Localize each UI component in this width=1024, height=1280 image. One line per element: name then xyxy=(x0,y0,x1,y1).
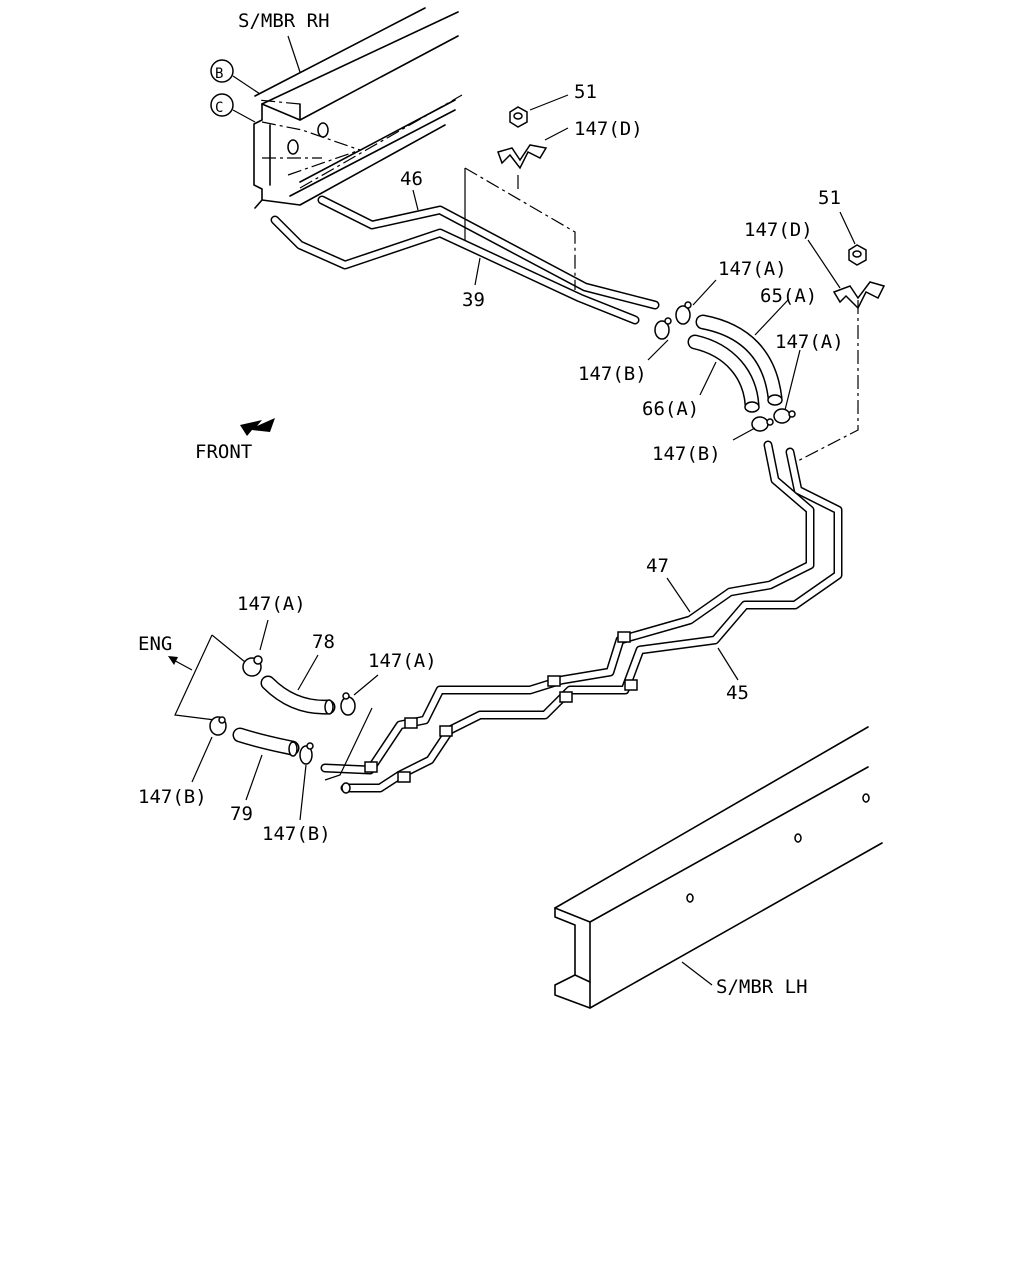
label-147d-top: 147(D) xyxy=(574,118,643,140)
pipe-joints xyxy=(341,631,638,794)
pipe-46 xyxy=(317,195,660,310)
clamp-147a-lower xyxy=(340,692,356,716)
front-arrow-icon xyxy=(240,418,275,436)
label-46: 46 xyxy=(400,168,423,190)
label-147b-mid: 147(B) xyxy=(578,363,647,385)
clamp-147b-left xyxy=(209,716,227,736)
label-45: 45 xyxy=(726,682,749,704)
nut-51-top xyxy=(509,106,528,128)
label-79: 79 xyxy=(230,803,253,825)
side-member-lh xyxy=(554,726,883,1009)
label-147b-bottom: 147(B) xyxy=(262,823,331,845)
clamp-147d-right xyxy=(832,281,886,310)
clamp-147d-top xyxy=(497,144,548,170)
label-51-top: 51 xyxy=(574,81,597,103)
clamp-147b-mid xyxy=(654,317,672,340)
circle-b-letter: B xyxy=(215,66,223,82)
side-member-rh xyxy=(253,7,463,209)
clamp-147b-bottom xyxy=(299,742,314,765)
clamp-147a-top xyxy=(675,301,692,325)
circle-c-letter: C xyxy=(215,100,223,116)
label-66a: 66(A) xyxy=(642,398,699,420)
hose-78 xyxy=(260,675,336,715)
label-147a-left: 147(A) xyxy=(237,593,306,615)
label-147b-right: 147(B) xyxy=(652,443,721,465)
clamp-147a-right xyxy=(773,408,796,424)
label-65a: 65(A) xyxy=(760,285,817,307)
hose-79 xyxy=(232,727,300,757)
eng-arrow-icon xyxy=(168,656,193,671)
nut-51-right xyxy=(848,244,867,266)
pipe-45 xyxy=(340,447,843,793)
pipe-39 xyxy=(270,215,640,325)
clamp-147b-right xyxy=(751,416,774,432)
label-51-right: 51 xyxy=(818,187,841,209)
label-147d-right: 147(D) xyxy=(744,219,813,241)
label-eng: ENG xyxy=(138,633,172,655)
hose-65a xyxy=(695,314,783,406)
label-side-member-lh: S/MBR LH xyxy=(716,976,808,998)
label-side-member-rh: S/MBR RH xyxy=(238,10,330,32)
label-147a-top: 147(A) xyxy=(718,258,787,280)
label-front: FRONT xyxy=(195,441,252,463)
label-147a-lower: 147(A) xyxy=(368,650,437,672)
label-47: 47 xyxy=(646,555,669,577)
clamp-147a-left xyxy=(242,655,263,677)
label-78: 78 xyxy=(312,631,335,653)
callout-circle-c: C xyxy=(210,93,256,123)
label-147a-right: 147(A) xyxy=(775,331,844,353)
hose-66a xyxy=(687,334,760,413)
label-147b-left: 147(B) xyxy=(138,786,207,808)
label-39: 39 xyxy=(462,289,485,311)
callout-circle-b: B xyxy=(210,59,261,95)
